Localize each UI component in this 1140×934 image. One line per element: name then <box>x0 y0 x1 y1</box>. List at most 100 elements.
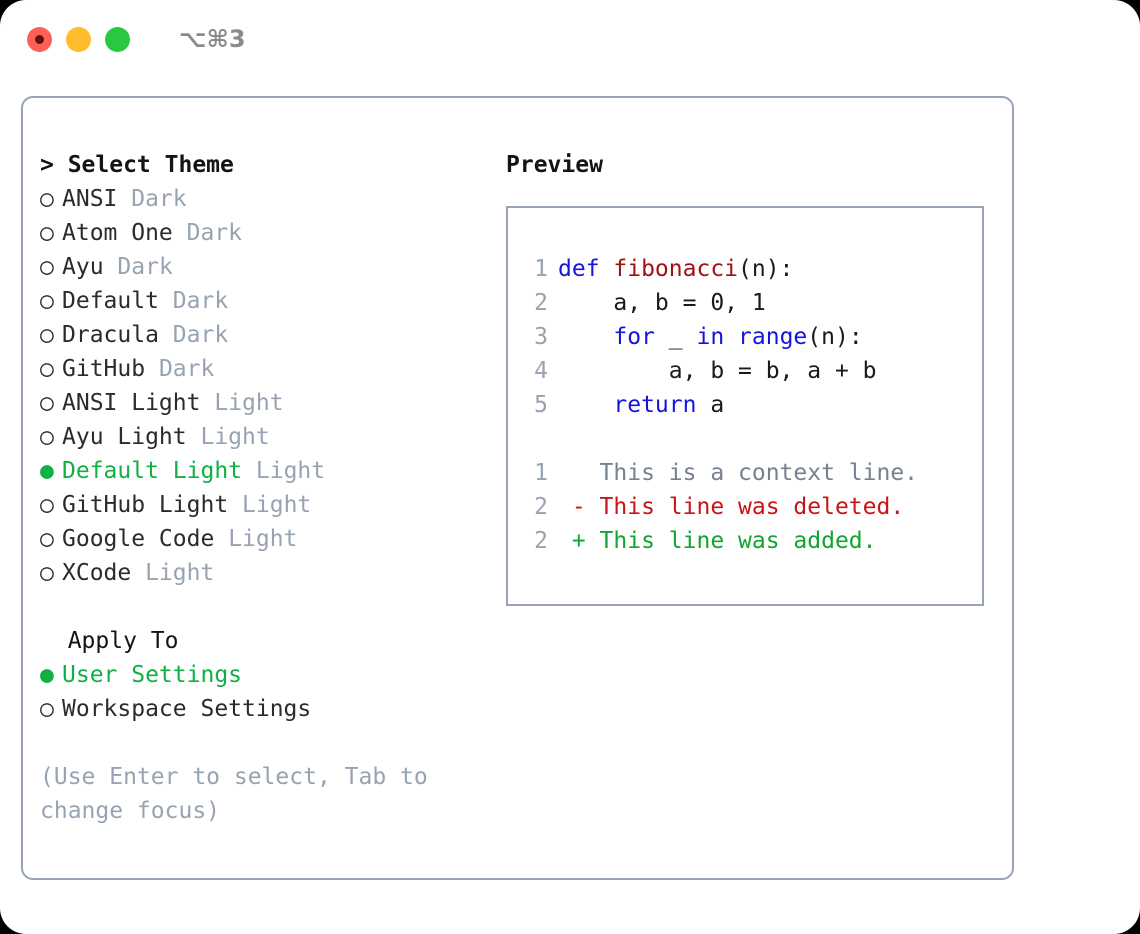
code-token: def <box>558 256 614 282</box>
apply-to-option-user-settings[interactable]: ● User Settings <box>40 658 489 692</box>
code-line: 4 a, b = b, a + b <box>522 354 982 388</box>
theme-option-tag: Light <box>228 526 298 552</box>
title-bar: ⌥⌘3 <box>0 0 1140 78</box>
traffic-lights <box>27 26 130 52</box>
code-line: 3 for _ in range(n): <box>522 320 982 354</box>
theme-option-label: Default <box>62 288 159 314</box>
theme-option-label: Default Light <box>62 458 243 484</box>
code-line: 5 return a <box>522 388 982 422</box>
line-number: 2 <box>534 494 548 520</box>
code-line: 2 a, b = 0, 1 <box>522 286 982 320</box>
line-number: 4 <box>534 358 548 384</box>
code-line: 1 def fibonacci(n): <box>522 252 982 286</box>
theme-option-tag: Light <box>242 492 312 518</box>
diff-preview: 1 This is a context line.2 - This line w… <box>522 456 982 558</box>
line-number: 1 <box>534 460 548 486</box>
maximize-button-icon[interactable] <box>105 26 130 52</box>
theme-option-xcode[interactable]: ○ XCode Light <box>40 556 489 590</box>
list-spacer <box>40 590 489 624</box>
line-number: 1 <box>534 256 548 282</box>
radio-unselected-icon: ○ <box>40 492 54 518</box>
code-token: a, b = b, a + b <box>558 358 877 384</box>
code-token: (n): <box>738 256 794 282</box>
minimize-button-icon[interactable] <box>66 26 91 52</box>
theme-option-ayu[interactable]: ○ Ayu Dark <box>40 250 489 284</box>
radio-unselected-icon: ○ <box>40 220 54 246</box>
theme-option-tag: Light <box>145 560 215 586</box>
theme-option-default-light[interactable]: ●Default Light Light <box>40 454 489 488</box>
code-diff-spacer <box>522 422 982 456</box>
code-token: - This line was deleted. <box>558 494 905 520</box>
theme-option-tag: Dark <box>172 322 229 348</box>
theme-option-tag: Dark <box>172 288 229 314</box>
theme-option-tag: Dark <box>131 186 187 212</box>
code-token: in <box>696 324 725 350</box>
theme-option-label: ANSI <box>62 186 118 212</box>
theme-list[interactable]: ○ ANSI Dark ○ Atom One Dark ○ Ayu Dark ○ Defaul… <box>40 182 489 590</box>
radio-unselected-icon: ○ <box>40 322 54 348</box>
code-token <box>558 324 613 350</box>
theme-option-tag: Dark <box>158 356 215 382</box>
theme-option-tag: Dark <box>117 254 173 280</box>
theme-option-label: Google Code <box>62 526 215 552</box>
theme-option-label: XCode <box>62 560 132 586</box>
diff-line: 1 This is a context line. <box>522 456 982 490</box>
code-token: a, b = 0, 1 <box>558 290 766 316</box>
theme-option-github-light[interactable]: ○ GitHub Light Light <box>40 488 489 522</box>
apply-to-header: Apply To <box>40 628 179 654</box>
diff-line: 2 + This line was added. <box>522 524 982 558</box>
theme-option-label: ANSI Light <box>62 390 201 416</box>
code-token: a <box>696 392 725 418</box>
theme-option-label: GitHub <box>62 356 146 382</box>
line-number: 3 <box>534 324 548 350</box>
radio-unselected-icon: ○ <box>40 288 54 314</box>
code-token: This is a context line. <box>558 460 919 486</box>
radio-unselected-icon: ○ <box>40 526 54 552</box>
radio-unselected-icon: ○ <box>40 560 54 586</box>
code-token: fibonacci <box>613 256 739 282</box>
code-token: return <box>613 392 697 418</box>
radio-unselected-icon: ○ <box>40 390 54 416</box>
diff-line: 2 - This line was deleted. <box>522 490 982 524</box>
theme-option-ayu-light[interactable]: ○Ayu Light Light <box>40 420 489 454</box>
theme-option-tag: Light <box>255 458 326 484</box>
theme-option-ansi[interactable]: ○ ANSI Dark <box>40 182 489 216</box>
theme-option-label: Ayu <box>62 254 104 280</box>
theme-option-atom-one[interactable]: ○Atom One Dark <box>40 216 489 250</box>
code-token: range <box>738 324 808 350</box>
theme-option-ansi-light[interactable]: ○ANSI Light Light <box>40 386 489 420</box>
code-token: for <box>613 324 655 350</box>
radio-unselected-icon: ○ <box>40 254 54 280</box>
radio-unselected-icon: ○ <box>40 424 54 450</box>
apply-to-list[interactable]: ● User Settings ○ Workspace Settings <box>40 658 489 726</box>
apply-to-option-label: User Settings <box>62 662 243 688</box>
theme-option-label: Atom One <box>62 220 173 246</box>
theme-option-label: GitHub Light <box>62 492 229 518</box>
preview-title: Preview <box>506 152 603 178</box>
theme-option-github[interactable]: ○ GitHub Dark <box>40 352 489 386</box>
radio-unselected-icon: ○ <box>40 356 54 382</box>
apply-to-option-workspace-settings[interactable]: ○ Workspace Settings <box>40 692 489 726</box>
main-panel: > Select Theme ○ANSI Dark○Atom One Dark○… <box>21 96 1014 880</box>
theme-picker-column: > Select Theme ○ANSI Dark○Atom One Dark○… <box>23 98 489 878</box>
radio-selected-icon: ● <box>40 662 54 688</box>
theme-option-label: Ayu Light <box>62 424 187 450</box>
keyboard-shortcut-label: ⌥⌘3 <box>179 25 246 53</box>
select-theme-header: > Select Theme <box>40 152 234 178</box>
line-number: 5 <box>534 392 548 418</box>
theme-option-google-code[interactable]: ○ Google Code Light <box>40 522 489 556</box>
theme-option-dracula[interactable]: ○Dracula Dark <box>40 318 489 352</box>
code-token: (n): <box>807 324 863 350</box>
theme-option-default[interactable]: ○ Default Dark <box>40 284 489 318</box>
code-token <box>558 392 613 418</box>
apply-to-option-label: Workspace Settings <box>62 696 312 722</box>
radio-unselected-icon: ○ <box>40 696 54 722</box>
code-token: _ <box>654 324 697 350</box>
radio-unselected-icon: ○ <box>40 186 54 212</box>
line-number: 2 <box>534 528 548 554</box>
code-token: + This line was added. <box>558 528 877 554</box>
close-button-icon[interactable] <box>27 26 52 52</box>
